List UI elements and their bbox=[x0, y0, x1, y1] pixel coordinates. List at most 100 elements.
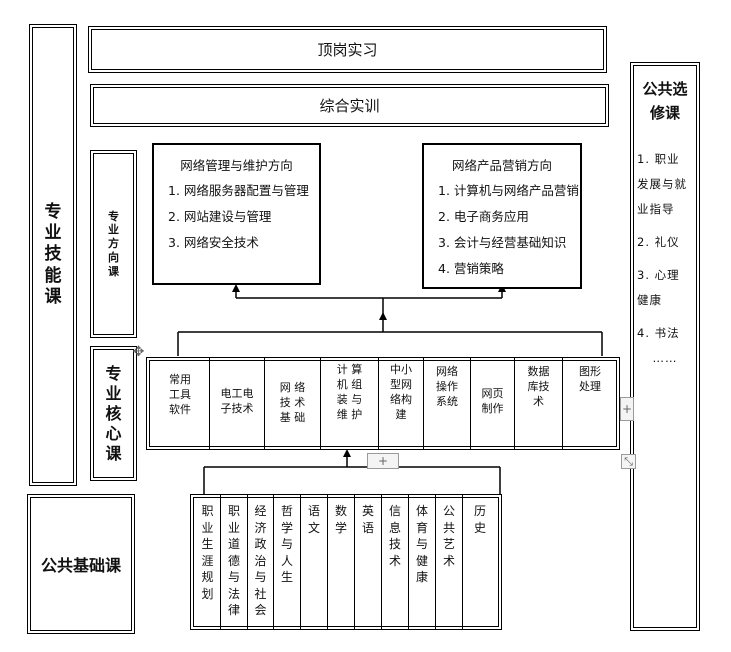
basic-subject-cell: 经济政治与社会 bbox=[248, 495, 274, 629]
elective-item: 4. 书法 bbox=[637, 326, 680, 340]
core-subject-cell: 电工电 子技术 bbox=[210, 358, 265, 449]
subject-text: 历 bbox=[473, 504, 486, 518]
elective-item: 业指导 bbox=[637, 202, 675, 216]
subject-text: 经 bbox=[254, 504, 267, 518]
subject-text: 职 bbox=[201, 504, 214, 518]
direction-course-char: 课 bbox=[108, 264, 119, 278]
core-subject-cell: 网页 制作 bbox=[471, 358, 515, 449]
core-subject-text: 络构 bbox=[390, 393, 412, 406]
skill-course-box: 专 业 技 能 课 bbox=[29, 24, 77, 486]
subject-text: 康 bbox=[415, 570, 428, 584]
direction-course-char: 业 bbox=[108, 223, 119, 237]
skill-course-char: 技 bbox=[44, 244, 62, 265]
basic-subject-cell: 职业道德与法律 bbox=[221, 495, 248, 629]
subject-text: 职 bbox=[227, 504, 240, 518]
resize-icon: ⤡ bbox=[624, 454, 633, 468]
plus-icon: + bbox=[621, 402, 633, 416]
core-course-char: 核 bbox=[105, 403, 122, 423]
subject-text: 育 bbox=[415, 520, 428, 535]
elective-item: …… bbox=[652, 351, 678, 365]
subject-text: 术 bbox=[388, 553, 401, 568]
direction-box-network-management: 网络管理与维护方向 1. 网络服务器配置与管理 2. 网站建设与管理 3. 网络… bbox=[152, 143, 321, 285]
subject-text: 会 bbox=[254, 603, 267, 617]
training-label: 综合实训 bbox=[319, 97, 380, 115]
core-subject-text: 图形 bbox=[579, 365, 601, 378]
core-subject-text: 工具 bbox=[169, 388, 191, 401]
core-subject-cell: 常用 工具 软件 bbox=[151, 358, 210, 449]
subject-text: 业 bbox=[227, 520, 240, 535]
subject-text: 语 bbox=[361, 520, 374, 535]
core-subject-text: 网 络 bbox=[279, 381, 306, 394]
add-column-button[interactable]: + bbox=[620, 397, 634, 421]
basic-subjects-table: 职业生涯规划 职业道德与法律 经济政治与社会 哲学与人生 语文 数学 英语 信息… bbox=[190, 494, 502, 630]
core-subject-cell: 数据 库技 术 bbox=[515, 358, 563, 449]
training-box: 综合实训 bbox=[90, 84, 609, 127]
table-resize-handle[interactable]: ⤡ bbox=[621, 454, 636, 469]
subject-text: 信 bbox=[388, 504, 401, 518]
skill-course-char: 业 bbox=[44, 223, 62, 244]
direction-title: 网络管理与维护方向 bbox=[180, 158, 293, 173]
subject-text: 体 bbox=[415, 504, 428, 518]
core-subject-text: 术 bbox=[533, 395, 544, 408]
elective-title-line: 公共选 bbox=[642, 80, 688, 98]
core-subject-cell: 图形 处理 bbox=[563, 358, 617, 449]
direction-course-char: 专 bbox=[108, 209, 119, 223]
subject-text: 健 bbox=[415, 553, 428, 568]
subject-text: 哲 bbox=[280, 504, 293, 518]
basic-subject-cell: 数学 bbox=[328, 495, 355, 629]
table-move-handle[interactable]: ✥ bbox=[130, 343, 147, 360]
subject-text: 息 bbox=[388, 520, 401, 535]
core-subject-text: 计 算 bbox=[336, 363, 363, 376]
direction-item: 1. 计算机与网络产品营销 bbox=[438, 183, 579, 198]
direction-item: 2. 电子商务应用 bbox=[438, 209, 529, 224]
internship-label: 顶岗实习 bbox=[317, 41, 378, 59]
subject-text: 语 bbox=[307, 504, 320, 518]
subject-text: 划 bbox=[201, 586, 214, 601]
subject-text: 与 bbox=[227, 570, 240, 584]
direction-item: 1. 网络服务器配置与管理 bbox=[168, 183, 309, 198]
direction-course-char: 方 bbox=[108, 237, 119, 251]
subject-text: 艺 bbox=[442, 537, 455, 551]
direction-item: 3. 网络安全技术 bbox=[168, 235, 259, 250]
core-subject-text: 维 护 bbox=[336, 408, 363, 421]
subject-text: 学 bbox=[334, 520, 347, 535]
subject-text: 与 bbox=[415, 537, 428, 551]
core-subject-text: 操作 bbox=[436, 380, 458, 393]
core-subject-text: 常用 bbox=[169, 373, 191, 386]
subject-text: 政 bbox=[254, 537, 267, 551]
direction-item: 4. 营销策略 bbox=[438, 261, 504, 276]
subject-text: 文 bbox=[307, 520, 320, 535]
add-row-button[interactable]: + bbox=[367, 453, 399, 469]
public-basic-box: 公共基础课 bbox=[27, 494, 135, 634]
subject-text: 公 bbox=[442, 504, 455, 518]
basic-subject-cell: 体育与健康 bbox=[409, 495, 436, 629]
subject-text: 律 bbox=[227, 603, 240, 617]
internship-box: 顶岗实习 bbox=[88, 26, 607, 73]
subject-text: 德 bbox=[227, 553, 240, 568]
core-subject-text: 软件 bbox=[169, 403, 191, 416]
core-subject-text: 基 础 bbox=[279, 411, 306, 424]
direction-box-product-marketing: 网络产品营销方向 1. 计算机与网络产品营销 2. 电子商务应用 3. 会计与经… bbox=[422, 143, 582, 289]
core-subject-text: 数据 bbox=[527, 365, 550, 378]
subject-text: 道 bbox=[227, 537, 240, 551]
core-course-box: 专 业 核 心 课 bbox=[90, 346, 137, 481]
subject-text: 数 bbox=[334, 504, 347, 518]
direction-title: 网络产品营销方向 bbox=[451, 158, 552, 173]
move-icon: ✥ bbox=[132, 343, 145, 360]
subject-text: 社 bbox=[254, 586, 267, 601]
elective-item: 健康 bbox=[637, 293, 662, 307]
core-subject-text: 制作 bbox=[481, 402, 504, 415]
core-subject-text: 网络 bbox=[436, 365, 458, 378]
core-subject-cell: 网 络 技 术 基 础 bbox=[265, 358, 321, 449]
subject-text: 规 bbox=[201, 570, 214, 584]
core-subject-cell: 中小 型网 络构 建 bbox=[379, 358, 424, 449]
basic-subject-cell: 哲学与人生 bbox=[274, 495, 301, 629]
subject-text: 学 bbox=[280, 520, 293, 535]
subject-text: 生 bbox=[201, 537, 214, 551]
elective-item: 1. 职业 bbox=[637, 152, 680, 166]
skill-course-char: 能 bbox=[44, 265, 62, 286]
elective-item: 发展与就 bbox=[637, 177, 687, 191]
subject-text: 技 bbox=[388, 537, 401, 551]
basic-subject-cell: 公共艺术 bbox=[436, 495, 463, 629]
